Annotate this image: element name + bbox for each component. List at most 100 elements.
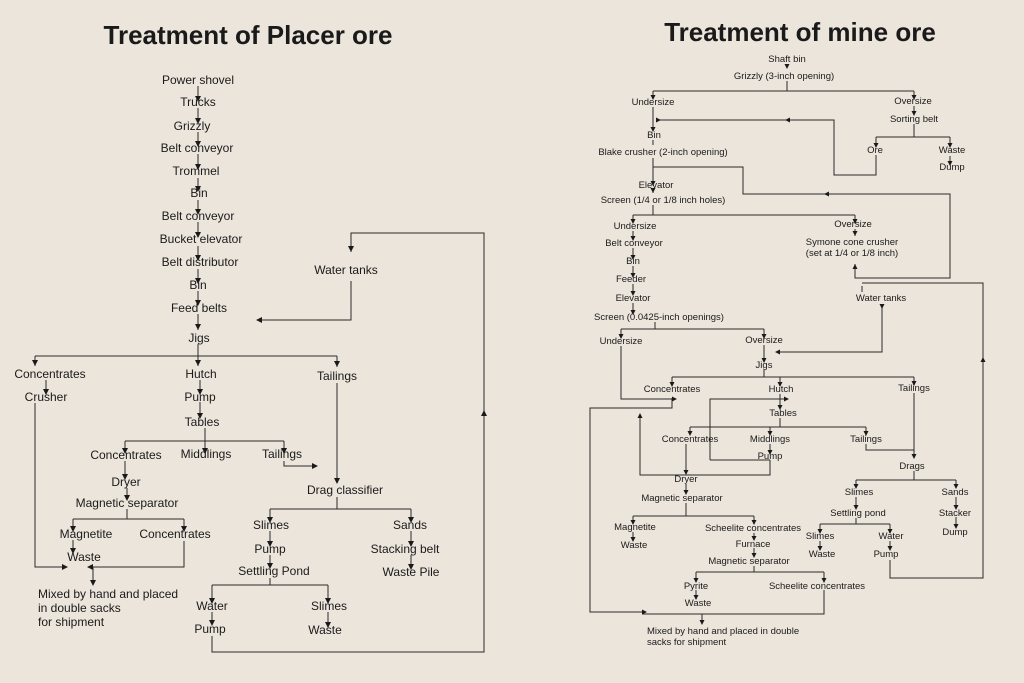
node-pump: Pump: [184, 390, 216, 404]
node-dryer: Dryer: [674, 474, 697, 485]
node-feed-belts: Feed belts: [171, 301, 227, 315]
node-water-tanks: Water tanks: [856, 293, 907, 304]
node-middlings: Middlings: [181, 447, 232, 461]
node-magnetite: Magnetite: [614, 522, 656, 533]
node-shipment-line-1: Mixed by hand and placed in double: [647, 626, 799, 637]
node-oversize-2: Oversize: [834, 219, 871, 230]
node-elevator-1: Elevator: [639, 180, 674, 191]
node-screen-2: Screen (0.0425-inch openings): [594, 312, 724, 323]
node-grizzly: Grizzly: [174, 119, 211, 133]
node-crusher: Crusher: [25, 390, 68, 404]
mine-connectors: [589, 64, 984, 620]
node-pond-slimes: Slimes: [806, 531, 835, 542]
node-pond-waste: Waste: [308, 623, 342, 637]
node-sorting-belt: Sorting belt: [890, 114, 938, 125]
node-stacking-belt: Stacking belt: [371, 542, 440, 556]
node-tables-concentrates: Concentrates: [90, 448, 161, 462]
node-tables-tailings: Tailings: [850, 434, 882, 445]
node-belt-conveyor-2: Belt conveyor: [162, 209, 235, 223]
node-slimes: Slimes: [253, 518, 289, 532]
node-stacker: Stacker: [939, 508, 971, 519]
node-dump-2: Dump: [942, 527, 967, 538]
node-waste-pile: Waste Pile: [383, 565, 440, 579]
node-magnetite: Magnetite: [60, 527, 113, 541]
node-concentrates: Concentrates: [14, 367, 85, 381]
node-middlings: Middlings: [750, 434, 790, 445]
node-undersize-2: Undersize: [614, 221, 657, 232]
node-waste-2: Waste: [621, 540, 648, 551]
node-undersize-1: Undersize: [632, 97, 675, 108]
node-bin-1: Bin: [647, 130, 661, 141]
node-grizzly: Grizzly (3-inch opening): [734, 71, 834, 82]
node-bin-2: Bin: [626, 256, 640, 267]
node-concentrates: Concentrates: [644, 384, 701, 395]
node-pump-2: Pump: [874, 549, 899, 560]
node-scheelite-concentrates-2: Scheelite concentrates: [769, 581, 865, 592]
node-symone-crusher-line-1: Symone cone crusher: [806, 237, 898, 248]
placer-nodes: Power shovel Trucks Grizzly Belt conveyo…: [14, 73, 440, 637]
node-shipment-line-3: for shipment: [38, 615, 105, 629]
node-mag-concentrates: Concentrates: [139, 527, 210, 541]
node-shipment-line-2: in double sacks: [38, 601, 121, 615]
node-power-shovel: Power shovel: [162, 73, 234, 87]
node-screen-1: Screen (1/4 or 1/8 inch holes): [601, 195, 726, 206]
node-hutch: Hutch: [185, 367, 216, 381]
mine-nodes: Shaft bin Grizzly (3-inch opening) Under…: [594, 54, 971, 648]
node-bin-1: Bin: [190, 186, 207, 200]
node-undersize-3: Undersize: [600, 336, 643, 347]
node-settling-pond: Settling Pond: [238, 564, 309, 578]
node-shipment-line-1: Mixed by hand and placed: [38, 587, 178, 601]
node-symone-crusher-line-2: (set at 1/4 or 1/8 inch): [806, 248, 898, 259]
node-waste-3: Waste: [809, 549, 836, 560]
node-tailings: Tailings: [898, 383, 930, 394]
node-trommel: Trommel: [173, 164, 220, 178]
node-jigs: Jigs: [756, 360, 773, 371]
title-mine: Treatment of mine ore: [664, 17, 936, 47]
node-pyrite: Pyrite: [684, 581, 708, 592]
node-pond-slimes: Slimes: [311, 599, 347, 613]
node-bucket-elevator: Bucket elevator: [160, 232, 243, 246]
node-sands: Sands: [942, 487, 969, 498]
node-pump-3: Pump: [194, 622, 226, 636]
node-blake-crusher: Blake crusher (2-inch opening): [598, 147, 727, 158]
node-water: Water: [196, 599, 228, 613]
node-pump-1: Pump: [758, 451, 783, 462]
node-settling-pond: Settling pond: [830, 508, 885, 519]
node-scheelite-concentrates-1: Scheelite concentrates: [705, 523, 801, 534]
node-tables-concentrates: Concentrates: [662, 434, 719, 445]
placer-arrowheads: [32, 96, 487, 628]
node-drag-classifier: Drag classifier: [307, 483, 383, 497]
node-magnetic-separator: Magnetic separator: [76, 496, 179, 510]
node-belt-distributor: Belt distributor: [162, 255, 239, 269]
node-tailings: Tailings: [317, 369, 357, 383]
node-dump-1: Dump: [939, 162, 964, 173]
node-slimes: Slimes: [845, 487, 874, 498]
node-oversize-1: Oversize: [894, 96, 931, 107]
node-sands: Sands: [393, 518, 427, 532]
node-dryer: Dryer: [111, 475, 140, 489]
placer-connectors: [34, 86, 485, 653]
title-placer: Treatment of Placer ore: [104, 20, 393, 50]
node-waste: Waste: [67, 550, 101, 564]
node-magnetic-separator-2: Magnetic separator: [708, 556, 789, 567]
node-tables: Tables: [769, 408, 797, 419]
node-shaft-bin: Shaft bin: [768, 54, 806, 65]
node-ore: Ore: [867, 145, 883, 156]
node-hutch: Hutch: [769, 384, 794, 395]
node-water: Water: [879, 531, 904, 542]
node-waste-1: Waste: [939, 145, 966, 156]
node-trucks: Trucks: [180, 95, 216, 109]
mine-arrowheads: [618, 64, 986, 625]
node-oversize-3: Oversize: [745, 335, 782, 346]
node-bin-2: Bin: [189, 278, 206, 292]
node-tables-tailings: Tailings: [262, 447, 302, 461]
node-water-tanks: Water tanks: [314, 263, 378, 277]
node-jigs: Jigs: [188, 331, 209, 345]
node-feeder: Feeder: [616, 274, 646, 285]
node-elevator-2: Elevator: [616, 293, 651, 304]
node-waste-4: Waste: [685, 598, 712, 609]
node-shipment-line-2: sacks for shipment: [647, 637, 727, 648]
node-tables: Tables: [185, 415, 220, 429]
